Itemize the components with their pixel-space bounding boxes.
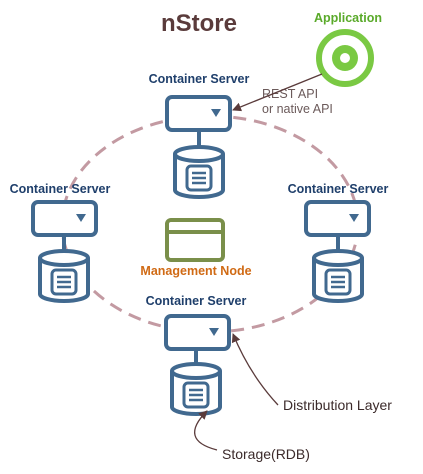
storage-label: Storage(RDB) bbox=[222, 446, 310, 462]
management-node-label: Management Node bbox=[140, 264, 251, 278]
api-arrow bbox=[232, 73, 323, 112]
server-icon bbox=[164, 314, 231, 363]
management-node: Management Node bbox=[140, 218, 252, 278]
page-title: nStore bbox=[161, 10, 237, 37]
container-server-left: Container Server bbox=[10, 182, 111, 303]
distribution-layer-pointer bbox=[231, 333, 279, 406]
container-server-label: Container Server bbox=[10, 182, 111, 196]
database-icon bbox=[312, 249, 364, 303]
container-server-label: Container Server bbox=[149, 72, 250, 86]
container-server-label: Container Server bbox=[288, 182, 389, 196]
database-icon bbox=[38, 249, 90, 303]
management-node-icon bbox=[165, 218, 225, 262]
database-icon bbox=[173, 145, 225, 199]
container-server-right: Container Server bbox=[288, 182, 389, 303]
distribution-layer-label: Distribution Layer bbox=[283, 397, 392, 413]
application-icon bbox=[316, 29, 374, 87]
server-icon bbox=[165, 95, 232, 146]
container-server-top: Container Server bbox=[149, 72, 250, 199]
server-icon bbox=[304, 200, 371, 250]
database-icon bbox=[170, 362, 222, 416]
storage-pointer bbox=[194, 410, 218, 451]
server-icon bbox=[31, 200, 98, 250]
container-server-label: Container Server bbox=[146, 294, 247, 308]
container-server-bottom: Container Server bbox=[146, 294, 247, 416]
application-label: Application bbox=[314, 11, 382, 25]
api-note-line1: REST API bbox=[262, 87, 318, 101]
api-note-line2: or native API bbox=[262, 102, 333, 116]
